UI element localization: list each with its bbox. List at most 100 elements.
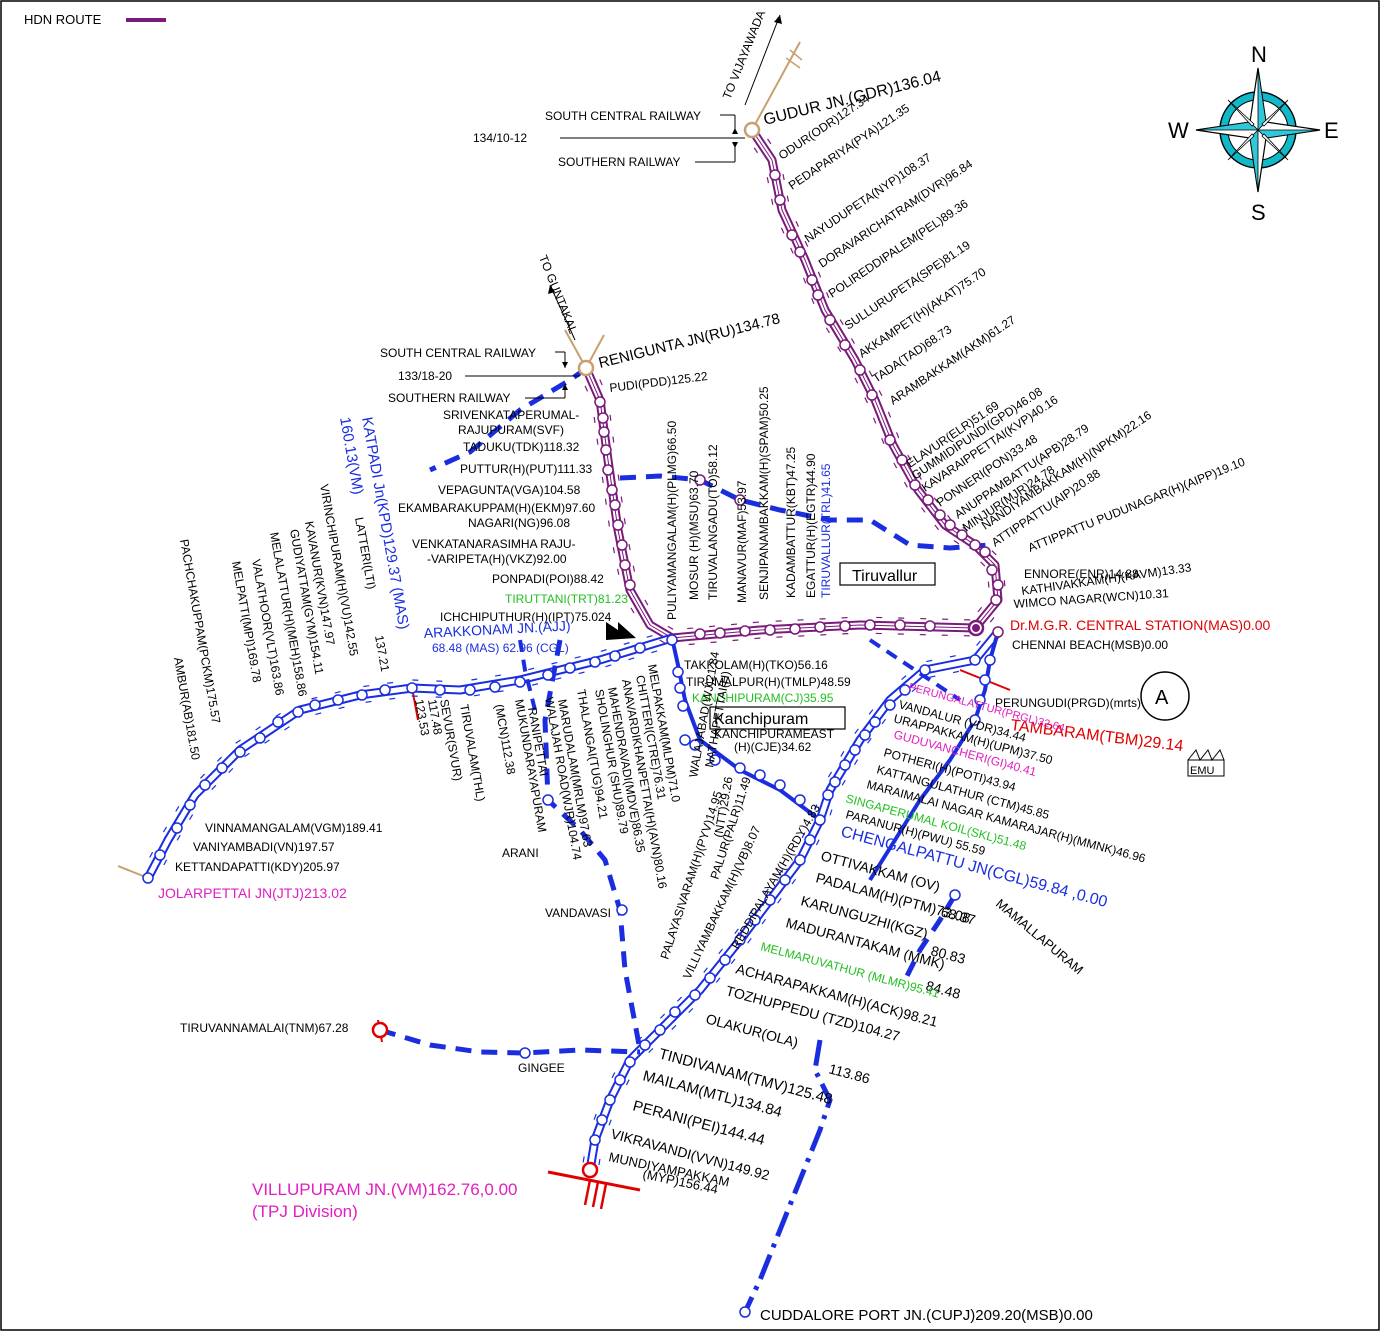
station-marker bbox=[854, 364, 866, 376]
station-marker bbox=[606, 484, 618, 496]
station-label-vinnamangalam: VINNAMANGALAM(VGM)189.41 bbox=[205, 821, 383, 835]
track-tick bbox=[628, 657, 635, 661]
track-tick bbox=[947, 514, 952, 521]
track-tick bbox=[334, 691, 341, 694]
station-marker bbox=[371, 1021, 389, 1039]
station-marker bbox=[896, 454, 908, 466]
hdn-track-gudur-center bbox=[751, 129, 999, 629]
dashed-track-arani-tindivanam bbox=[542, 639, 643, 1051]
track-tick bbox=[1003, 580, 1006, 587]
track-tick bbox=[766, 177, 770, 184]
track-tick bbox=[872, 417, 877, 424]
station-marker bbox=[634, 642, 646, 654]
track-tick bbox=[988, 650, 994, 657]
station-marker bbox=[602, 464, 614, 476]
track-tick bbox=[920, 507, 926, 513]
track-tick bbox=[777, 898, 782, 904]
track-tick bbox=[715, 977, 721, 983]
emu-shed-icon: EMU bbox=[1187, 749, 1225, 777]
track-tick bbox=[255, 726, 261, 731]
station-label-cuddalore: CUDDALORE PORT JN.(CUPJ)209.20(MSB)0.00 bbox=[760, 1307, 1093, 1324]
station-marker bbox=[379, 684, 391, 696]
station-marker bbox=[142, 872, 154, 884]
track-tick bbox=[790, 247, 794, 254]
station-label-srivenkata1: SRIVENKATAPERUMAL- bbox=[443, 408, 579, 422]
station-marker bbox=[919, 664, 931, 676]
track-tick bbox=[977, 606, 983, 613]
track-tick bbox=[228, 767, 234, 774]
station-marker bbox=[596, 1114, 608, 1126]
station-label-tiruvalangadu: TIRUVALANGADU(TO)58.12 bbox=[706, 444, 720, 600]
track-tick bbox=[601, 476, 604, 483]
station-label-nagari: NAGARI(NG)96.08 bbox=[468, 516, 570, 530]
station-label-vandavasi: VANDAVASI bbox=[545, 906, 611, 920]
compass-rose-icon: N E S W bbox=[1168, 42, 1339, 225]
track-tick bbox=[617, 474, 620, 481]
track-tick bbox=[604, 498, 607, 505]
track-tick bbox=[531, 683, 539, 686]
track-tick bbox=[311, 696, 318, 700]
station-marker bbox=[992, 626, 1004, 638]
station-marker bbox=[974, 694, 986, 706]
station-marker bbox=[944, 519, 956, 531]
track-tick bbox=[667, 625, 674, 630]
station-marker bbox=[589, 1134, 601, 1146]
station-marker bbox=[922, 494, 934, 506]
track-tick bbox=[593, 416, 596, 423]
station-label-ennore: ENNORE(ENR)14.88 bbox=[1024, 567, 1139, 581]
station-marker bbox=[254, 732, 266, 744]
track-tick bbox=[804, 240, 809, 247]
station-marker bbox=[600, 444, 612, 456]
station-marker bbox=[812, 289, 824, 301]
station-label-srivenkata2: RAJUPURAM(SVF) bbox=[458, 423, 564, 437]
station-label-kanchipuram-east2: (H)(CJE)34.62 bbox=[734, 740, 812, 754]
track-tick bbox=[901, 675, 907, 681]
track-tick bbox=[176, 834, 181, 841]
legend-label: HDN ROUTE bbox=[24, 12, 102, 27]
station-label-villupuram1: VILLUPURAM JN.(VM)162.76,0.00 bbox=[252, 1180, 518, 1199]
station-marker bbox=[949, 889, 961, 901]
track-tick bbox=[817, 271, 822, 278]
dashed-track-ranipettai bbox=[518, 639, 537, 711]
station-label-senjipanam: SENJIPANAMBAKKAM(H)(SPAM)50.25 bbox=[757, 386, 771, 600]
station-marker bbox=[924, 620, 936, 632]
track-tick bbox=[761, 918, 767, 925]
track-tick bbox=[338, 706, 345, 710]
station-label-jolarpettai: JOLARPETTAI JN(JTJ)213.02 bbox=[158, 885, 347, 901]
track-tick bbox=[578, 671, 585, 675]
track-tick bbox=[275, 712, 281, 718]
west-km: 133/18-20 bbox=[398, 369, 452, 383]
station-label-tiruvallur-stn: TIRUVALLUR(TRL)41.65 bbox=[819, 463, 833, 598]
track-tick bbox=[917, 474, 922, 480]
track-tick bbox=[771, 198, 774, 205]
track-tick bbox=[864, 397, 869, 404]
track-tick bbox=[363, 685, 370, 688]
station-marker bbox=[309, 699, 321, 711]
station-label-msb: CHENNAI BEACH(MSB)0.00 bbox=[1012, 638, 1168, 652]
station-marker bbox=[779, 874, 791, 886]
station-marker bbox=[814, 814, 826, 826]
station-label-kanchipuram-east1: KANCHIPURAMEAST bbox=[714, 727, 835, 741]
station-marker bbox=[674, 682, 686, 694]
tiruvallur-box bbox=[839, 562, 936, 586]
station-marker bbox=[564, 662, 576, 674]
track-tick bbox=[887, 411, 892, 418]
station-label-vepagunta: VEPAGUNTA(VGA)104.58 bbox=[438, 483, 581, 497]
west-zone-lower: SOUTHERN RAILWAY bbox=[388, 391, 510, 405]
station-marker bbox=[794, 794, 806, 806]
track-tick bbox=[607, 520, 611, 527]
station-marker bbox=[624, 1056, 636, 1068]
track-tick bbox=[867, 738, 872, 744]
track-tick bbox=[933, 497, 939, 503]
track-tick bbox=[837, 346, 842, 353]
track-tick bbox=[730, 623, 738, 626]
station-marker bbox=[979, 674, 991, 686]
north-km: 134/10-12 bbox=[473, 131, 527, 145]
station-marker bbox=[714, 627, 726, 639]
track-tick bbox=[632, 565, 636, 572]
track-tick bbox=[596, 438, 599, 445]
station-marker bbox=[774, 779, 786, 791]
station-marker bbox=[489, 681, 501, 693]
station-marker bbox=[332, 694, 344, 706]
